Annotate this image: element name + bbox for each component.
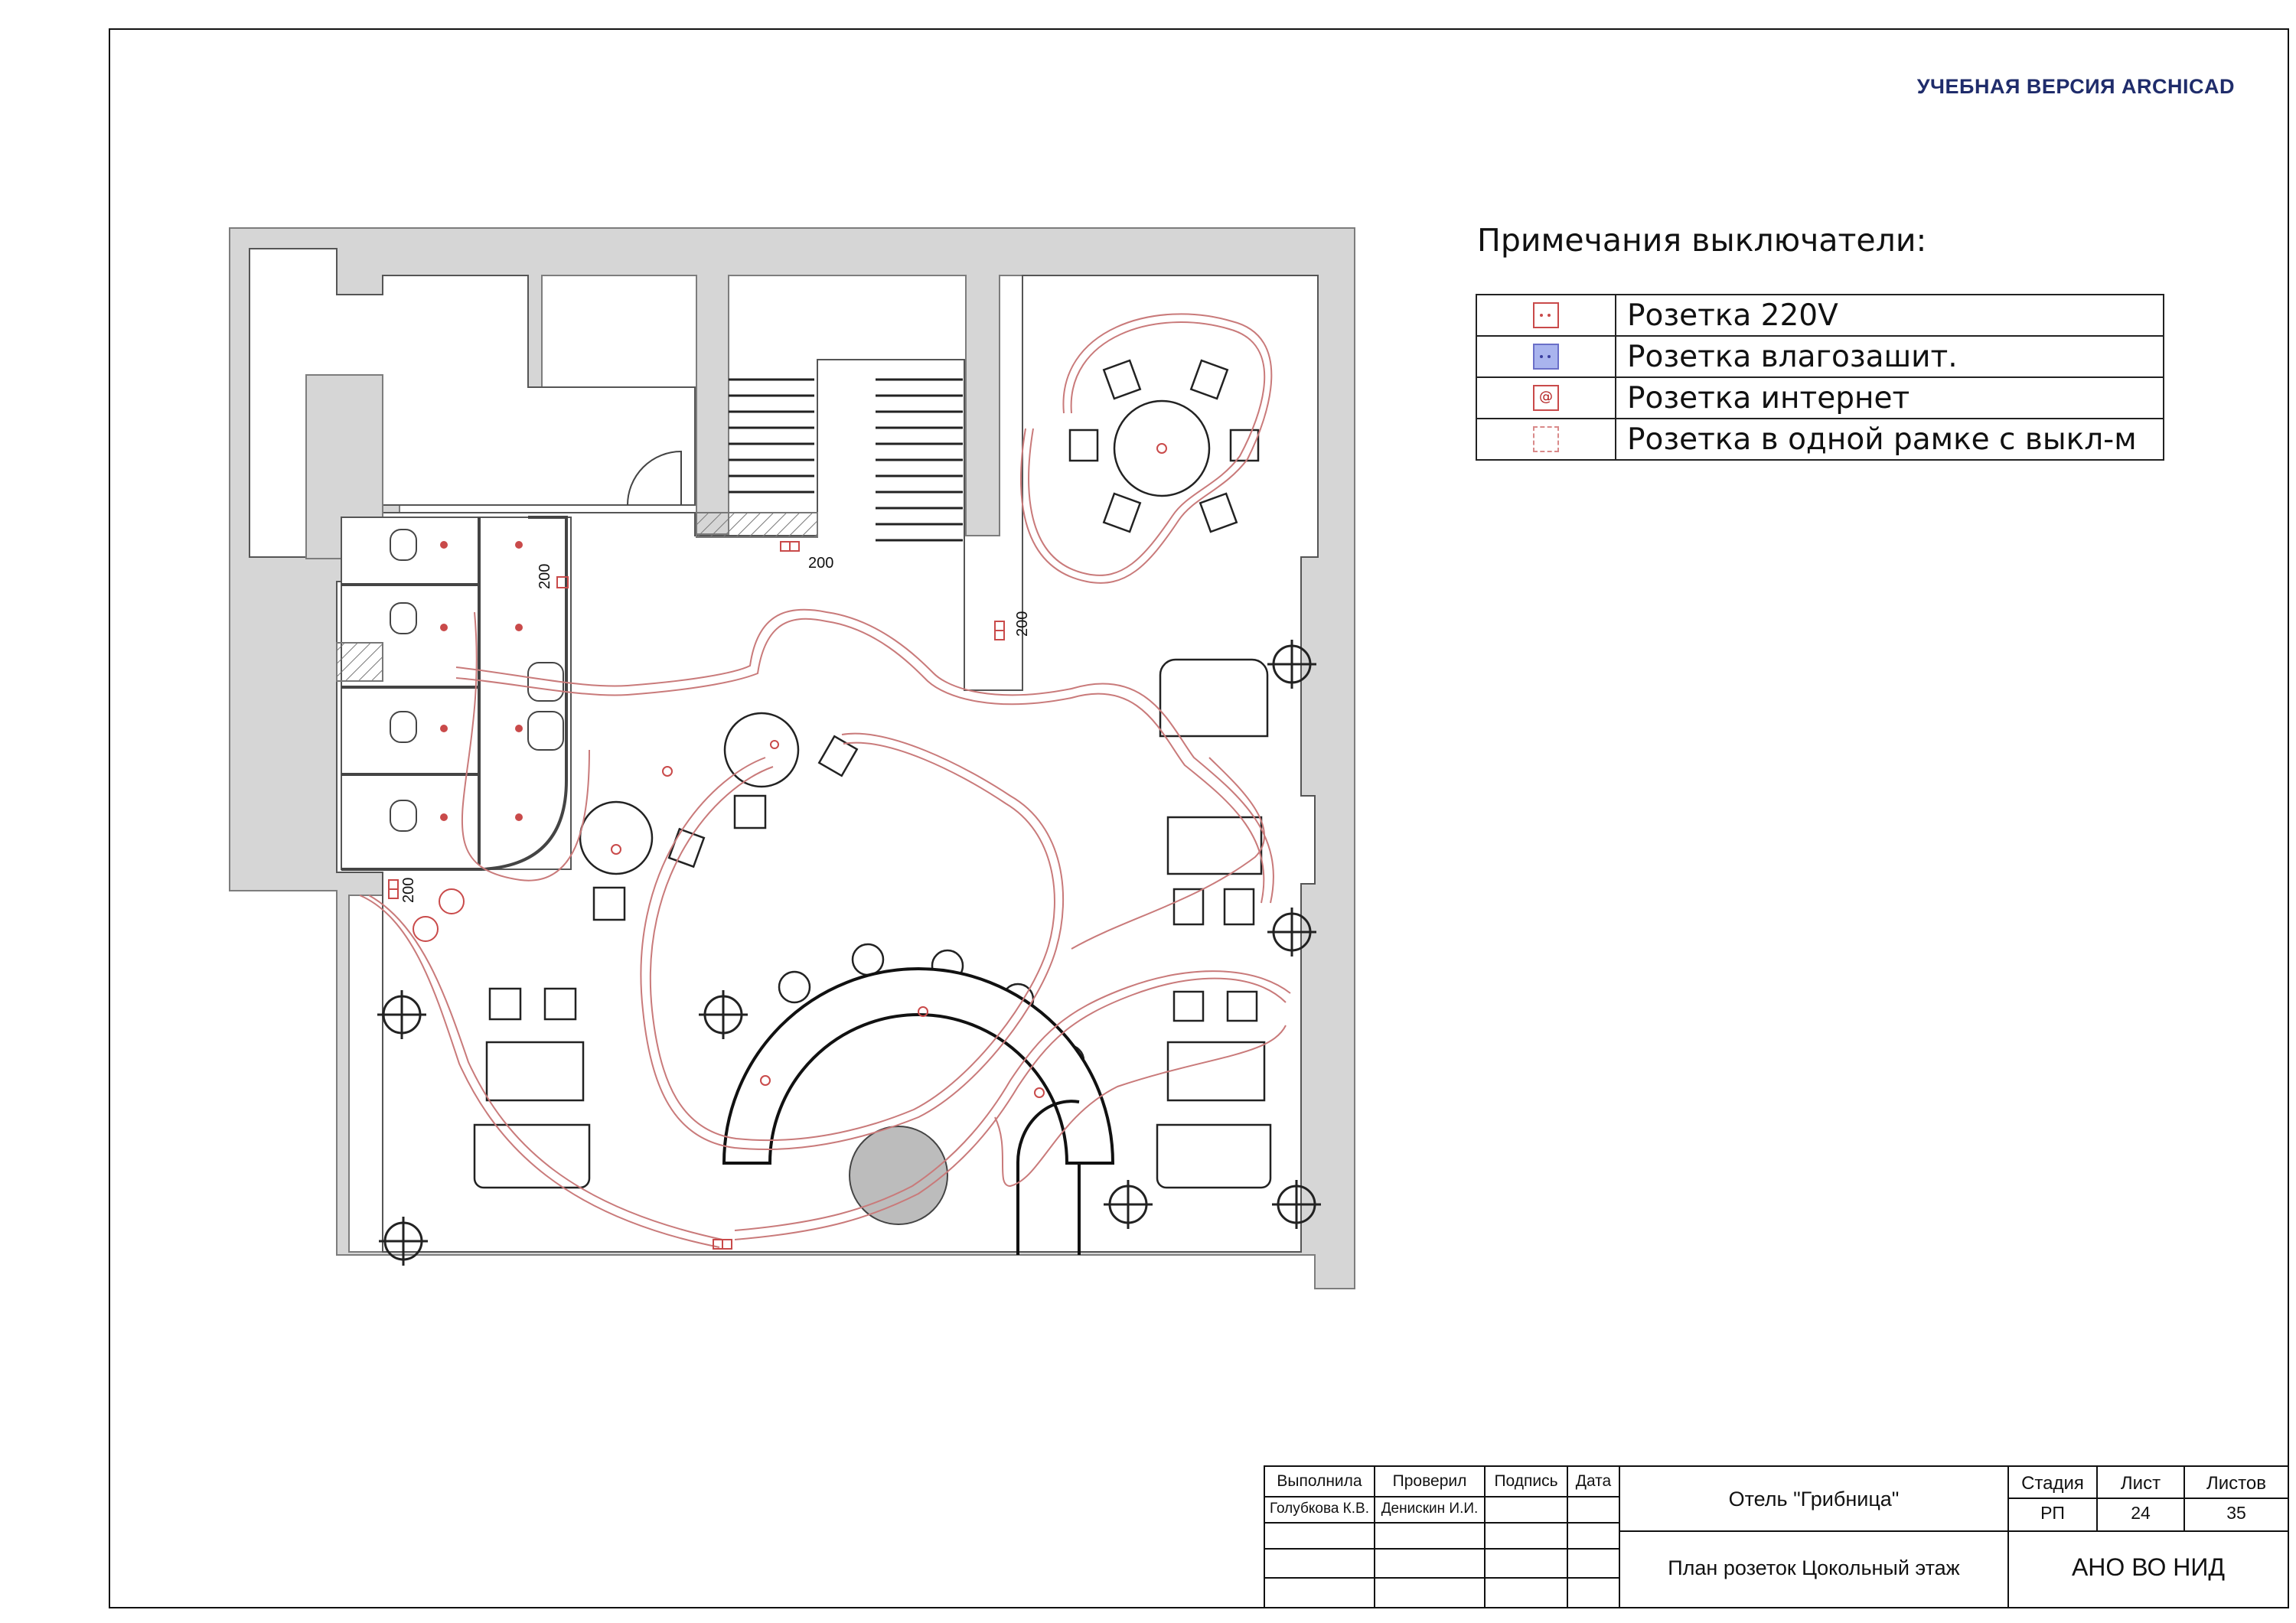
tb-performed-by: Голубкова К.В. bbox=[1270, 1501, 1369, 1517]
tb-sheets-label: Листов bbox=[2206, 1473, 2266, 1494]
tb-sheet-label: Лист bbox=[2120, 1473, 2161, 1494]
height-labels: 200 200 200 200 bbox=[400, 555, 1031, 903]
tb-header-signature: Подпись bbox=[1494, 1472, 1558, 1490]
legend-label: Розетка 220V bbox=[1615, 294, 2164, 337]
height-label: 200 bbox=[536, 564, 553, 589]
legend-symbol-cell bbox=[1476, 335, 1616, 378]
round-column bbox=[849, 1126, 948, 1225]
sheet-frame bbox=[109, 28, 2289, 1608]
legend-table: Розетка 220V Розетка влагозашит. @ Розет… bbox=[1476, 294, 2164, 461]
legend-row: Розетка влагозашит. bbox=[1476, 335, 2164, 378]
legend-row: Розетка 220V bbox=[1476, 294, 2164, 337]
legend-label: Розетка влагозашит. bbox=[1615, 335, 2164, 378]
legend-symbol-cell: @ bbox=[1476, 376, 1616, 419]
watermark: УЧЕБНАЯ ВЕРСИЯ ARCHICAD bbox=[1916, 75, 2235, 98]
ceiling-fixtures bbox=[377, 640, 1321, 1266]
tb-checked-by: Денискин И.И. bbox=[1381, 1501, 1479, 1517]
hatched-shaft bbox=[336, 642, 383, 682]
tb-header-checked: Проверил bbox=[1392, 1472, 1467, 1490]
furniture bbox=[473, 359, 1272, 1189]
tb-stage-label: Стадия bbox=[2021, 1473, 2084, 1494]
toilet-partitions bbox=[341, 516, 568, 871]
floor-plan: 200 200 200 200 bbox=[229, 227, 1355, 1289]
legend-symbol-cell bbox=[1476, 418, 1616, 461]
tb-header-performed: Выполнила bbox=[1277, 1472, 1362, 1490]
staircase-left bbox=[729, 378, 814, 494]
bar-counter bbox=[722, 967, 1115, 1165]
socket-waterproof-icon bbox=[1533, 344, 1559, 370]
notes-title: Примечания выключатели: bbox=[1477, 222, 1927, 259]
legend-symbol-cell bbox=[1476, 294, 1616, 337]
title-block-grid bbox=[1264, 1465, 2289, 1608]
cable-routes bbox=[359, 313, 1291, 1248]
legend-label: Розетка интернет bbox=[1615, 376, 2164, 419]
tb-organization: АНО ВО НИД bbox=[2071, 1553, 2226, 1581]
legend-label: Розетка в одной рамке с выкл-м bbox=[1615, 418, 2164, 461]
height-label: 200 bbox=[1014, 611, 1031, 637]
socket-in-frame-icon bbox=[1533, 426, 1559, 452]
tb-header-date: Дата bbox=[1575, 1472, 1612, 1490]
bar-counter-right bbox=[1016, 1100, 1081, 1255]
socket-internet-icon: @ bbox=[1533, 385, 1559, 411]
legend-row: Розетка в одной рамке с выкл-м bbox=[1476, 418, 2164, 461]
legend-row: @ Розетка интернет bbox=[1476, 376, 2164, 419]
tb-project: Отель "Грибница" bbox=[1728, 1488, 1900, 1511]
toilets bbox=[390, 529, 564, 832]
tb-sheets: 35 bbox=[2226, 1503, 2246, 1523]
tb-stage: РП bbox=[2040, 1503, 2065, 1523]
tb-sheet: 24 bbox=[2131, 1503, 2151, 1523]
height-label: 200 bbox=[808, 555, 833, 572]
staircase-right bbox=[876, 378, 963, 542]
tb-sheet-title: План розеток Цокольный этаж bbox=[1668, 1556, 1960, 1579]
stair-landing-hatch bbox=[696, 512, 818, 538]
sockets bbox=[388, 443, 1167, 1250]
height-label: 200 bbox=[400, 878, 417, 903]
socket-220v-icon bbox=[1533, 302, 1559, 328]
entry-door bbox=[627, 450, 682, 506]
